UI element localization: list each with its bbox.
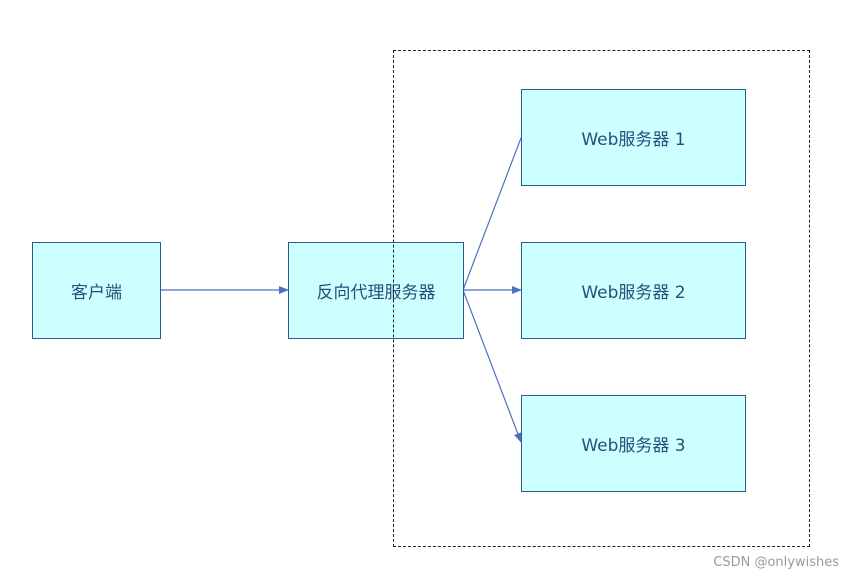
reverse-proxy-label: 反向代理服务器 — [316, 283, 436, 303]
web-server-1-label: Web服务器 1 — [581, 130, 686, 150]
web-server-3-label: Web服务器 3 — [581, 436, 686, 456]
web-server-2-node: Web服务器 2 — [521, 242, 746, 339]
edge-proxy-to-web3 — [462, 289, 522, 443]
web-server-2-label: Web服务器 2 — [581, 283, 686, 303]
web-server-3-node: Web服务器 3 — [521, 395, 746, 492]
edge-proxy-to-web1 — [462, 137, 522, 291]
client-node: 客户端 — [32, 242, 161, 339]
reverse-proxy-node: 反向代理服务器 — [288, 242, 464, 339]
watermark: CSDN @onlywishes — [713, 555, 839, 570]
web-server-1-node: Web服务器 1 — [521, 89, 746, 186]
client-label: 客户端 — [71, 283, 122, 303]
